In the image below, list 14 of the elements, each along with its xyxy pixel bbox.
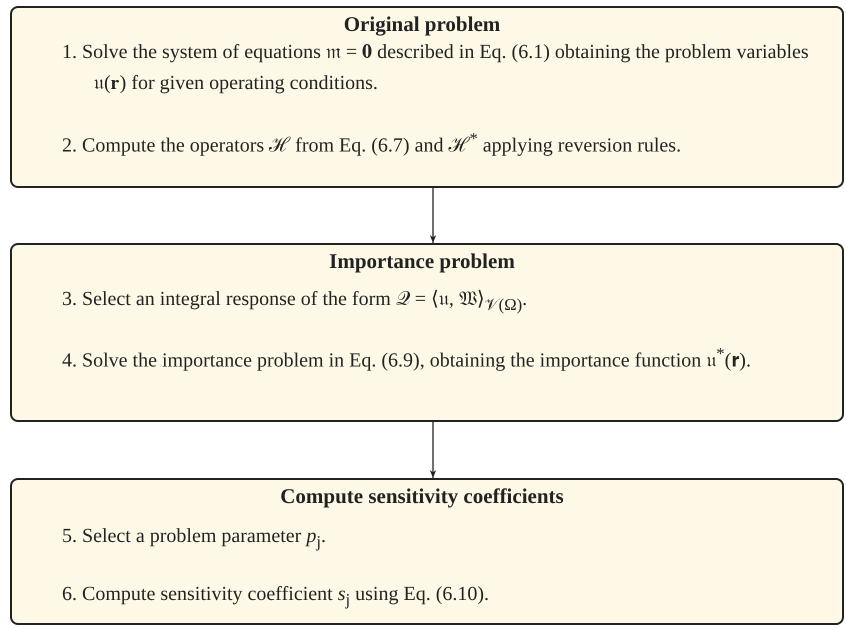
numbered-step: 2. Compute the operators ℋ from Eq. (6.7) and ℋ$^{*}$ applying reversion rules. bbox=[62, 123, 822, 162]
numbered-step: 5. Select a problem parameter p$_{j}$. bbox=[62, 521, 822, 557]
numbered-step: 6. Compute sensitivity coefficient s$_{j}$ using Eq. (6.10). bbox=[62, 579, 822, 615]
numbered-step: 1. Solve the system of equations 𝔪 = 𝟎 described in Eq. (6.1) obtaining the problem variables 𝔲(𝐫) for given operating conditions. bbox=[62, 37, 822, 99]
box-heading: Original problem bbox=[342, 12, 502, 37]
numbered-step: 4. Solve the importance problem in Eq. (6.9), obtaining the importance function 𝔲$^{*}$(𝐫). bbox=[62, 338, 822, 377]
box-heading: Importance problem bbox=[328, 249, 516, 274]
arrow bbox=[430, 188, 436, 243]
numbered-step: 3. Select an integral response of the form 𝒬 = ⟨𝔲, 𝔚⟩$_{𝒱(Ω)}$. bbox=[62, 284, 822, 320]
process-box bbox=[10, 478, 844, 625]
process-box bbox=[10, 6, 844, 188]
arrow bbox=[430, 422, 436, 478]
box-heading: Compute sensitivity coefficients bbox=[279, 484, 565, 509]
process-box bbox=[10, 243, 844, 422]
